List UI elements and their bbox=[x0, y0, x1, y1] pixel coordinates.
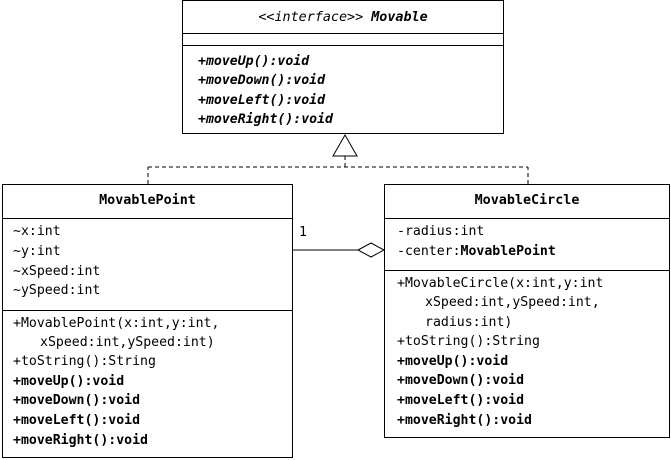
movablepoint-field-yspeed: ~ySpeed:int bbox=[13, 283, 101, 298]
movablecircle-method-moveleft: +moveLeft():void bbox=[397, 393, 525, 408]
movablepoint-field-xspeed: ~xSpeed:int bbox=[13, 264, 101, 279]
aggregation-association bbox=[292, 242, 386, 258]
movablepoint-field-x: ~x:int bbox=[13, 224, 61, 239]
movablepoint-methods-divider bbox=[3, 310, 292, 311]
movablecircle-constructor: +MovableCircle(x:int,y:int bbox=[397, 276, 604, 291]
movablepoint-method-moveup: +moveUp():void bbox=[13, 374, 125, 389]
movablecircle-method-moveright: +moveRight():void bbox=[397, 413, 532, 428]
movablepoint-method-movedown: +moveDown():void bbox=[13, 393, 141, 408]
class-movablecircle: MovableCircle -radius:int -center:Movabl… bbox=[384, 184, 670, 438]
movablecircle-field-radius: -radius:int bbox=[397, 224, 485, 239]
movablecircle-method-moveup: +moveUp():void bbox=[397, 354, 509, 369]
movablecircle-field-center-label: -center: bbox=[397, 244, 461, 259]
interface-method-movedown: +moveDown():void bbox=[198, 73, 326, 88]
movablecircle-tostring: +toString():String bbox=[397, 334, 540, 349]
movablepoint-field-y: ~y:int bbox=[13, 244, 61, 259]
realization-arrow bbox=[147, 133, 529, 184]
movablecircle-field-center: -center:MovablePoint bbox=[397, 242, 556, 262]
class-movablepoint: MovablePoint ~x:int ~y:int ~xSpeed:int ~… bbox=[2, 184, 293, 458]
interface-header: <<interface>> Movable bbox=[183, 8, 503, 28]
movablecircle-name: MovableCircle bbox=[474, 193, 580, 208]
movablecircle-fields-divider bbox=[385, 218, 669, 219]
interface-method-moveleft: +moveLeft():void bbox=[198, 93, 326, 108]
movablecircle-method-movedown: +moveDown():void bbox=[397, 373, 525, 388]
movablecircle-constructor-cont2: radius:int) bbox=[425, 315, 513, 330]
movablecircle-methods-divider bbox=[385, 270, 669, 271]
interface-method-moveup: +moveUp():void bbox=[198, 54, 310, 69]
multiplicity-label: 1 bbox=[299, 225, 307, 240]
interface-methods-divider bbox=[183, 45, 503, 46]
movablepoint-tostring: +toString():String bbox=[13, 354, 156, 369]
interface-movable: <<interface>> Movable +moveUp():void +mo… bbox=[182, 0, 504, 134]
movablepoint-method-moveright: +moveRight():void bbox=[13, 433, 148, 448]
movablepoint-constructor: +MovablePoint(x:int,y:int, bbox=[13, 316, 220, 331]
interface-stereotype: <<interface>> bbox=[258, 10, 364, 25]
interface-name: Movable bbox=[371, 10, 428, 25]
movablepoint-name: MovablePoint bbox=[99, 193, 196, 208]
movablecircle-constructor-cont1: xSpeed:int,ySpeed:int, bbox=[425, 295, 600, 310]
movablecircle-field-center-type: MovablePoint bbox=[460, 244, 556, 259]
movablepoint-fields-divider bbox=[3, 218, 292, 219]
movablepoint-method-moveleft: +moveLeft():void bbox=[13, 413, 141, 428]
interface-attributes-divider bbox=[183, 33, 503, 34]
interface-method-moveright: +moveRight():void bbox=[198, 112, 333, 127]
movablepoint-constructor-cont: xSpeed:int,ySpeed:int) bbox=[40, 335, 215, 350]
